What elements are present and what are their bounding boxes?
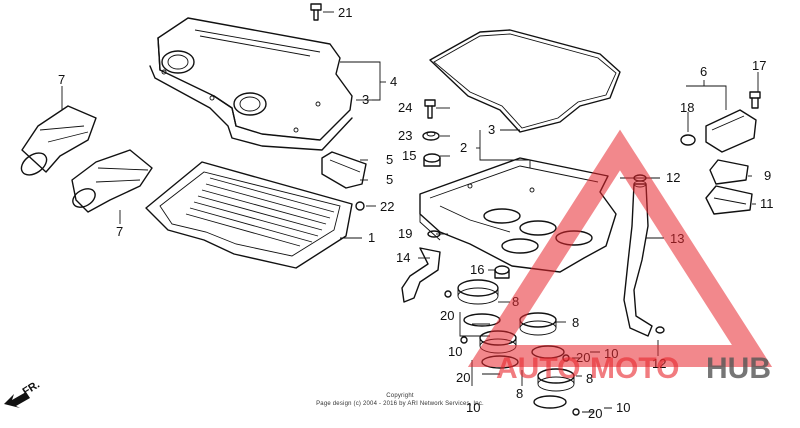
callout-10-d: 10	[616, 400, 630, 415]
callout-6: 6	[700, 64, 707, 79]
copyright-line-2: Page design (c) 2004 - 2016 by ARI Netwo…	[316, 401, 484, 407]
callout-21: 21	[338, 5, 352, 20]
bolt-24[interactable]	[424, 99, 436, 119]
grommet-18[interactable]	[680, 134, 696, 146]
washer-23[interactable]	[422, 131, 440, 141]
callout-1: 1	[368, 230, 375, 245]
callout-16: 16	[470, 262, 484, 277]
callout-20-a: 20	[440, 308, 454, 323]
callout-5-bottom: 5	[386, 172, 393, 187]
callout-7-bottom: 7	[116, 224, 123, 239]
seal-11[interactable]	[705, 185, 753, 215]
front-arrow-icon	[4, 392, 30, 408]
watermark-text-auto: AUTO	[496, 352, 580, 385]
callout-8-d: 8	[586, 371, 593, 386]
callout-3-right: 3	[488, 122, 495, 137]
callout-14: 14	[396, 250, 410, 265]
callout-18: 18	[680, 100, 694, 115]
callout-19: 19	[398, 226, 412, 241]
air-cleaner-cover[interactable]	[149, 17, 353, 151]
bolt-21[interactable]	[310, 3, 322, 21]
hose-14[interactable]	[401, 247, 441, 303]
watermark-triangle-icon	[467, 129, 773, 367]
bracket-5[interactable]	[321, 151, 367, 189]
intake-duct-upper[interactable]	[17, 105, 97, 179]
bolt-22[interactable]	[355, 201, 365, 211]
callout-20-d: 20	[588, 406, 602, 421]
callout-15: 15	[402, 148, 416, 163]
band-8-d[interactable]	[537, 368, 575, 392]
band-8-a[interactable]	[457, 279, 499, 305]
copyright-line-1: Copyright	[386, 393, 414, 399]
sensor-6[interactable]	[705, 109, 757, 153]
callout-20-b: 20	[456, 370, 470, 385]
callout-23: 23	[398, 128, 412, 143]
callout-10-b: 10	[466, 400, 480, 415]
grommet-15[interactable]	[423, 153, 441, 167]
cover-9[interactable]	[709, 159, 749, 185]
callout-11: 11	[760, 196, 774, 211]
gasket[interactable]	[429, 29, 621, 133]
callout-22: 22	[380, 199, 394, 214]
clip-12-bottom[interactable]	[655, 326, 665, 334]
callout-12-top: 12	[666, 170, 680, 185]
callout-5-top: 5	[386, 152, 393, 167]
callout-17: 17	[752, 58, 766, 73]
callout-2: 2	[460, 140, 467, 155]
watermark-text-hub: HUB	[706, 352, 771, 385]
air-cleaner-case[interactable]	[419, 157, 617, 273]
intake-duct-lower[interactable]	[70, 149, 153, 213]
callout-10-a: 10	[448, 344, 462, 359]
callout-7-top: 7	[58, 72, 65, 87]
callout-3-left: 3	[362, 92, 369, 107]
watermark-text-moto: MOTO	[590, 352, 679, 385]
callout-24: 24	[398, 100, 412, 115]
bolt-17[interactable]	[749, 91, 761, 109]
callout-9: 9	[764, 168, 771, 183]
callout-8-c: 8	[516, 386, 523, 401]
air-filter-element[interactable]	[145, 161, 353, 269]
callout-4: 4	[390, 74, 397, 89]
callout-8-b: 8	[572, 315, 579, 330]
